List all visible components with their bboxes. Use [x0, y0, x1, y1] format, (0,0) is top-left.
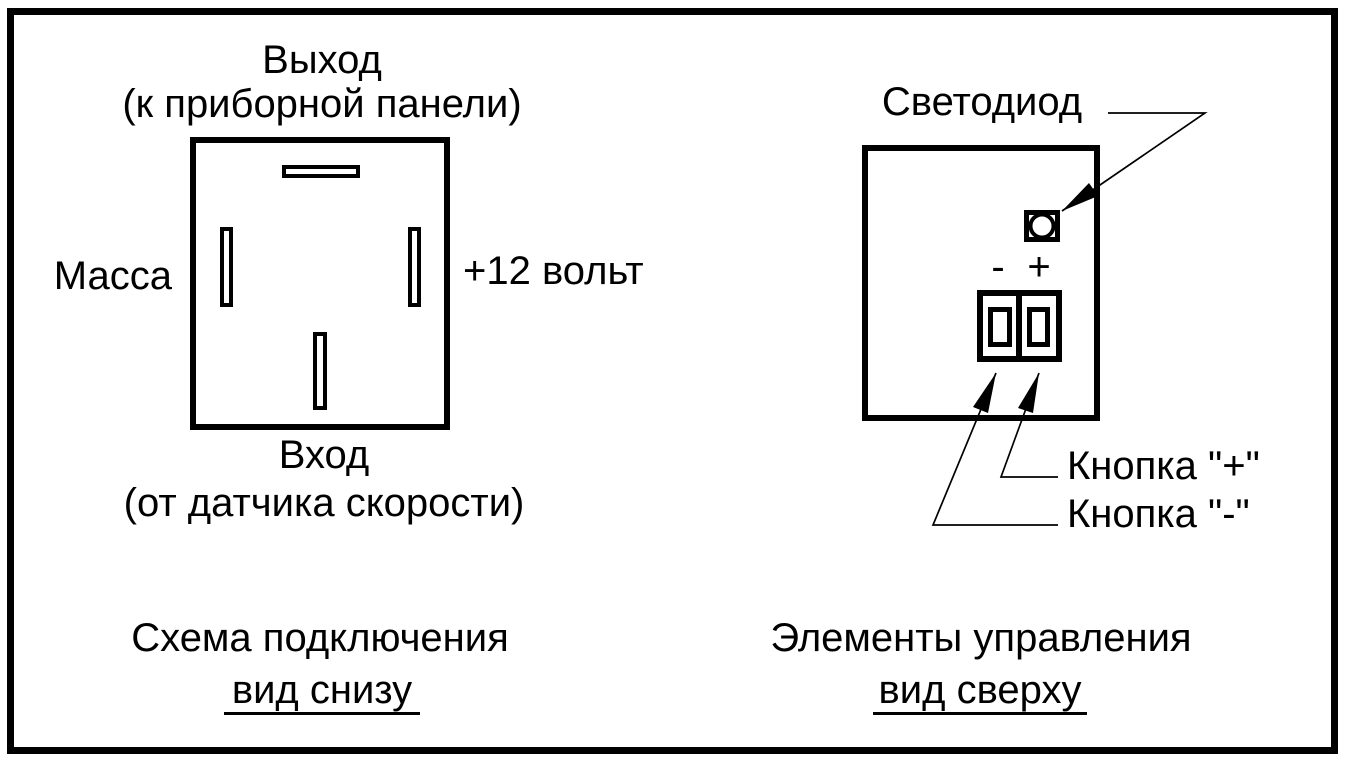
pin-slot-input [313, 332, 327, 410]
ground-label: Масса [53, 254, 172, 298]
button-plus [1027, 307, 1050, 347]
button-plus-label: Кнопка "+" [1067, 444, 1260, 488]
button-minus-label: Кнопка "-" [1067, 492, 1250, 536]
pin-slot-output [282, 165, 360, 178]
minus-mark: - [991, 245, 1005, 289]
output-label-line2: (к приборной панели) [122, 82, 522, 126]
input-label-line1: Вход [278, 433, 370, 477]
left-caption-line1: Схема подключения [131, 616, 509, 660]
button-minus [988, 307, 1012, 347]
led-indicator [1024, 210, 1060, 242]
plus-mark: + [1027, 245, 1051, 289]
left-caption-underline [224, 712, 420, 715]
right-caption-line1: Элементы управления [770, 616, 1192, 660]
button-assembly-divider [1016, 290, 1022, 362]
output-label-line1: Выход [262, 38, 382, 82]
left-caption-line2: вид снизу [231, 668, 413, 712]
pin-slot-ground [220, 227, 233, 307]
right-caption-line2: вид сверху [878, 668, 1082, 712]
input-label-line2: (от датчика скорости) [123, 481, 525, 525]
led-label: Светодиод [881, 80, 1083, 124]
pin-slot-12v [408, 227, 421, 307]
right-caption-underline [873, 712, 1087, 715]
plus12v-label: +12 вольт [463, 249, 644, 293]
